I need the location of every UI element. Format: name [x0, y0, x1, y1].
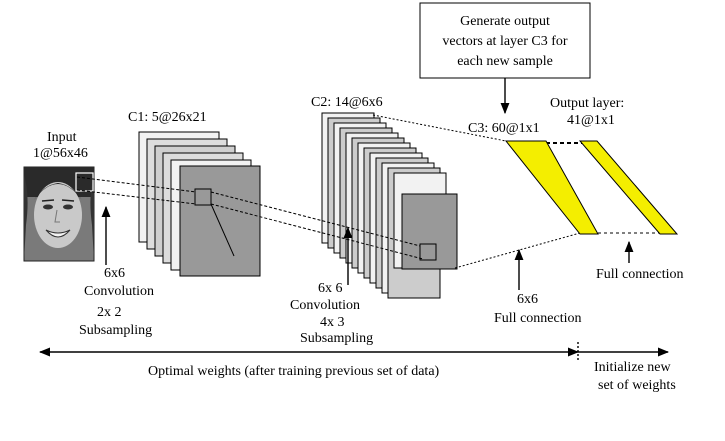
conv2-line2: Convolution	[290, 298, 360, 313]
full2-label: Full connection	[596, 267, 684, 282]
generate-box-line3: each new sample	[457, 54, 553, 69]
input-label-line2: 1@56x46	[33, 146, 88, 161]
conv1-line4: Subsampling	[79, 323, 152, 338]
c3-layer-stripe	[504, 140, 599, 235]
c3-label: C3: 60@1x1	[468, 121, 540, 136]
generate-output-box	[419, 2, 591, 79]
conv2-line3: 4x 3	[320, 315, 345, 330]
arrows	[38, 78, 670, 362]
generate-box-line1: Generate output	[460, 14, 550, 29]
conv2-line4: Subsampling	[300, 331, 373, 346]
full1-line1: 6x6	[517, 292, 538, 307]
labels: Input 1@56x46 C1: 5@26x21 C2: 14@6x6 C3:…	[33, 14, 684, 393]
output-label-line2: 41@1x1	[567, 113, 615, 128]
optimal-weights-label: Optimal weights (after training previous…	[148, 364, 440, 379]
initialize-line2: set of weights	[598, 378, 676, 393]
output-stripes	[504, 140, 679, 235]
connection-lines	[76, 114, 660, 269]
input-label-line1: Input	[47, 130, 77, 145]
conv1-line2: Convolution	[84, 284, 154, 299]
output-label-line1: Output layer:	[550, 96, 624, 111]
c2-label: C2: 14@6x6	[311, 95, 383, 110]
c2-feature-maps	[321, 112, 458, 299]
conv1-line1: 6x6	[104, 266, 125, 281]
input-face-image	[23, 166, 95, 262]
conv2-line1: 6x 6	[318, 281, 343, 296]
conv1-line3: 2x 2	[97, 305, 122, 320]
c1-label: C1: 5@26x21	[128, 110, 207, 125]
output-layer-stripe	[578, 140, 679, 235]
generate-box-line2: vectors at layer C3 for	[442, 34, 568, 49]
initialize-line1: Initialize new	[594, 360, 671, 375]
c1-feature-maps	[138, 131, 261, 277]
full1-line2: Full connection	[494, 311, 582, 326]
